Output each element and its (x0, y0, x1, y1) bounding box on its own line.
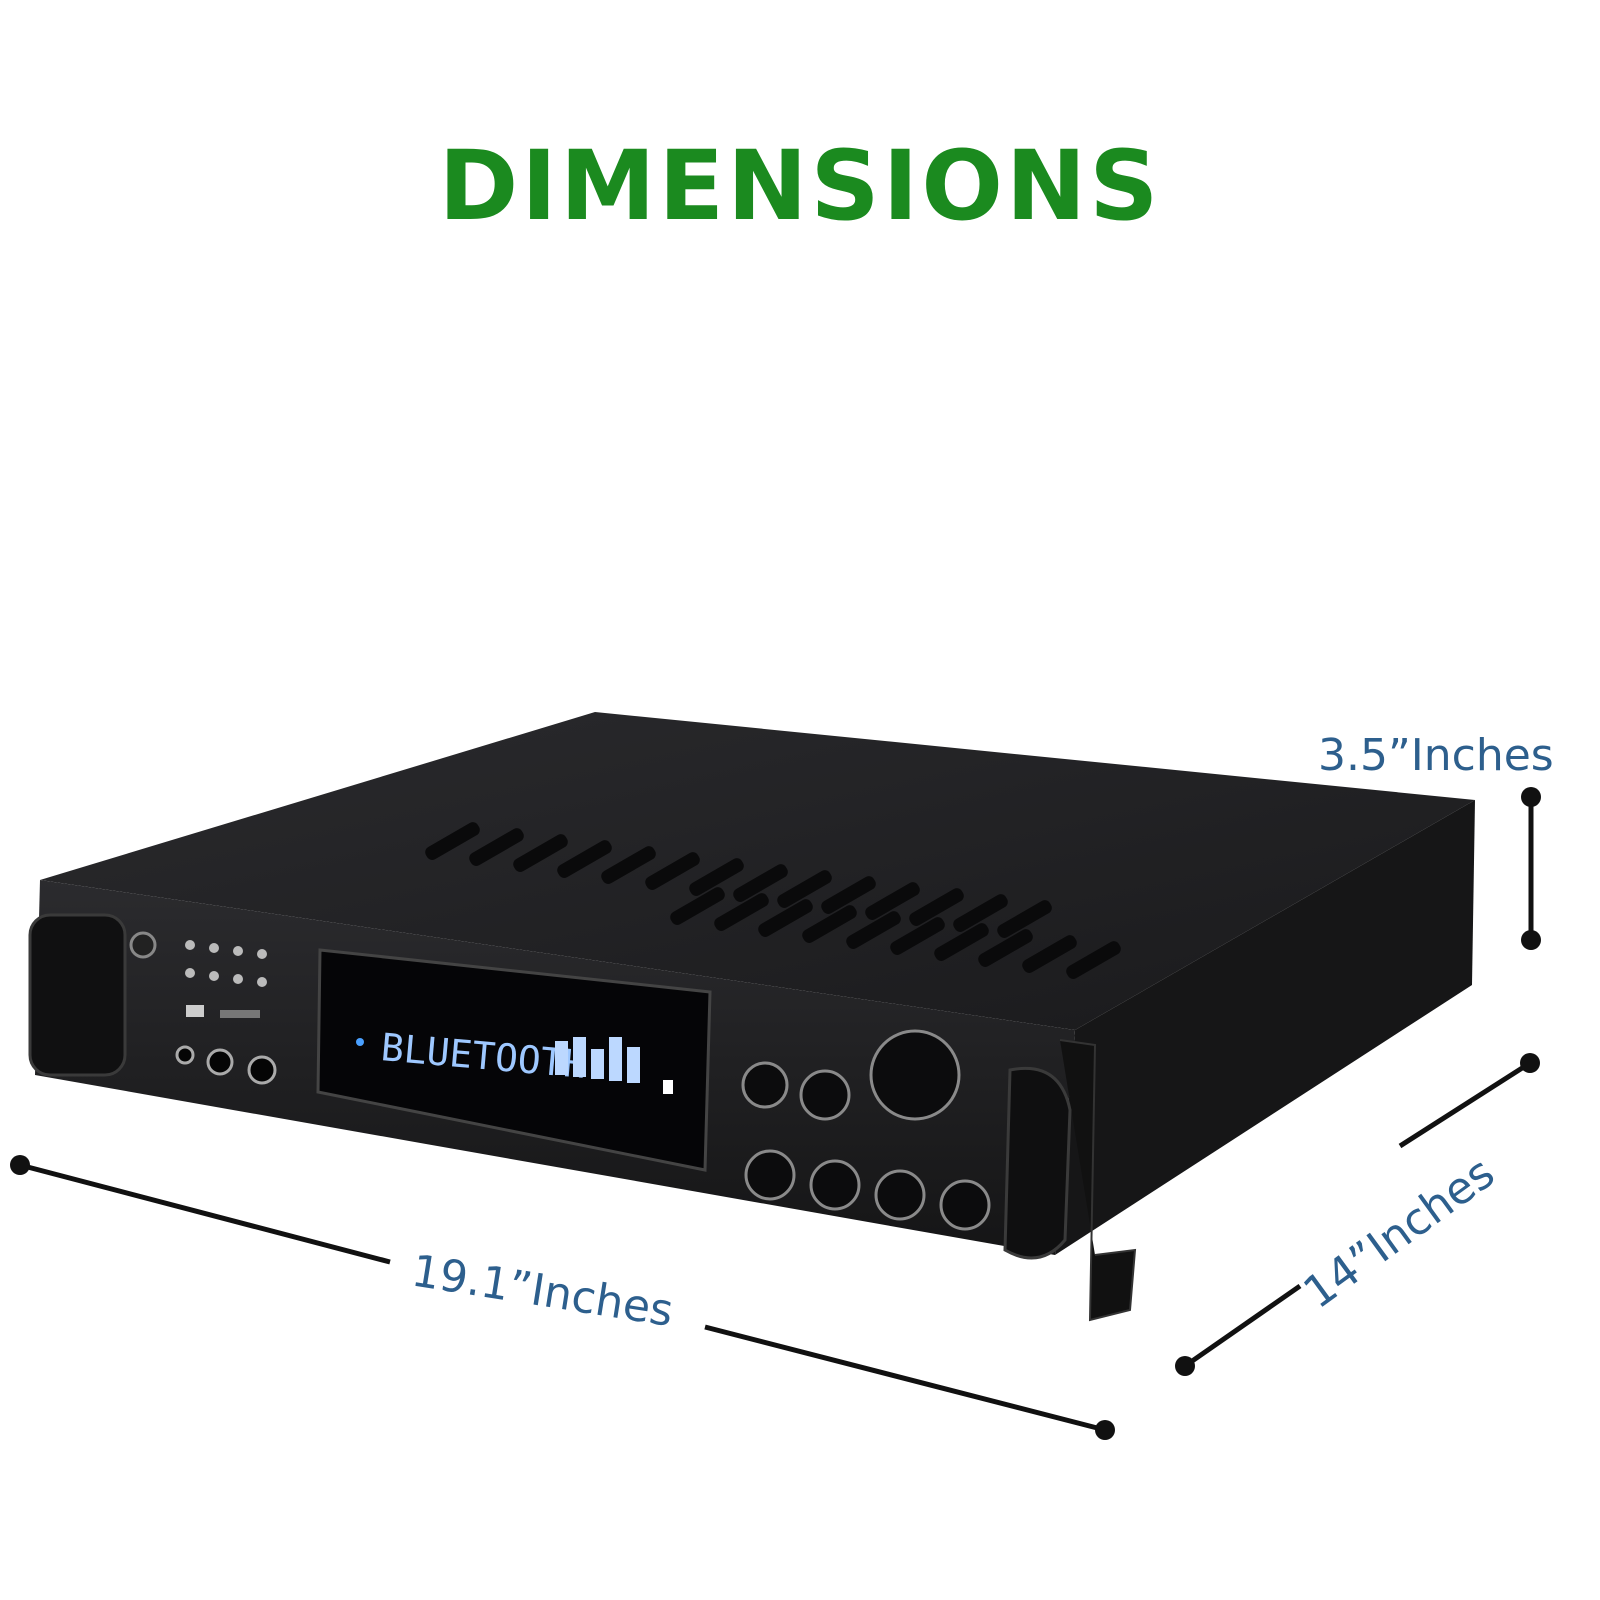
vent-slot (645, 852, 700, 890)
vent-slots (425, 822, 1121, 979)
knob (869, 1029, 961, 1121)
vent-slot (425, 822, 480, 860)
meter-bar (627, 1047, 640, 1083)
vent-slot (557, 840, 612, 878)
audio-jack (247, 1055, 277, 1085)
usb-port (186, 1005, 204, 1017)
button (209, 971, 219, 981)
button (209, 943, 219, 953)
indicator (663, 1080, 673, 1094)
display-panel (316, 948, 712, 1172)
chassis-side (1055, 800, 1475, 1255)
vent-slot (469, 828, 524, 866)
power-knob (129, 931, 157, 959)
knob (799, 1069, 851, 1121)
bluetooth-led (356, 1038, 364, 1046)
level-meter (356, 1037, 673, 1094)
dimension-endpoint (1521, 787, 1541, 807)
rack-ear-right (1059, 1039, 1137, 1322)
dimension-endpoint (1095, 1420, 1115, 1440)
height-label: 3.5”Inches (1318, 730, 1554, 781)
button (185, 940, 195, 950)
knob (874, 1169, 926, 1221)
vent-slot (733, 864, 788, 902)
knob (939, 1179, 991, 1231)
vent-slot (890, 917, 945, 955)
vent-slot (997, 900, 1052, 938)
button (257, 977, 267, 987)
vent-slot (978, 929, 1033, 967)
vent-slot (689, 858, 744, 896)
vent-slot (865, 882, 920, 920)
front-buttons (129, 931, 277, 1085)
audio-jack (175, 1045, 195, 1065)
vent-slot (953, 894, 1008, 932)
dimension-endpoint (10, 1155, 30, 1175)
vent-slot (758, 899, 813, 937)
button (257, 949, 267, 959)
meter-bar (573, 1037, 586, 1077)
sd-slot (220, 1010, 260, 1018)
dimension-endpoint (1520, 1053, 1540, 1073)
control-knobs (741, 1029, 991, 1231)
vent-slot (1066, 941, 1121, 979)
vent-slot (909, 888, 964, 926)
vent-slot (846, 911, 901, 949)
button (185, 968, 195, 978)
handle-right (1003, 1066, 1072, 1260)
vent-slot (601, 846, 656, 884)
vent-slot (714, 893, 769, 931)
meter-bar (609, 1037, 622, 1081)
button (233, 974, 243, 984)
vent-slot (934, 923, 989, 961)
meter-bar (591, 1049, 604, 1079)
vent-slot (1022, 935, 1077, 973)
knob (741, 1061, 789, 1109)
knob (744, 1149, 796, 1201)
page-title: DIMENSIONS (438, 130, 1162, 242)
audio-jack (206, 1048, 234, 1076)
vent-slot (513, 834, 568, 872)
dimension-endpoint (1175, 1356, 1195, 1376)
height-dimension: 3.5”Inches (1318, 730, 1554, 950)
depth-label: 14”Inches (1294, 1147, 1503, 1319)
width-label: 19.1”Inches (408, 1245, 676, 1337)
knob (809, 1159, 861, 1211)
meter-bar (555, 1041, 568, 1075)
vent-slot (821, 876, 876, 914)
button (233, 946, 243, 956)
vent-slot (777, 870, 832, 908)
handle-left (28, 913, 127, 1077)
dimension-endpoint (1521, 930, 1541, 950)
vent-slot (802, 905, 857, 943)
vent-slot (670, 887, 725, 925)
